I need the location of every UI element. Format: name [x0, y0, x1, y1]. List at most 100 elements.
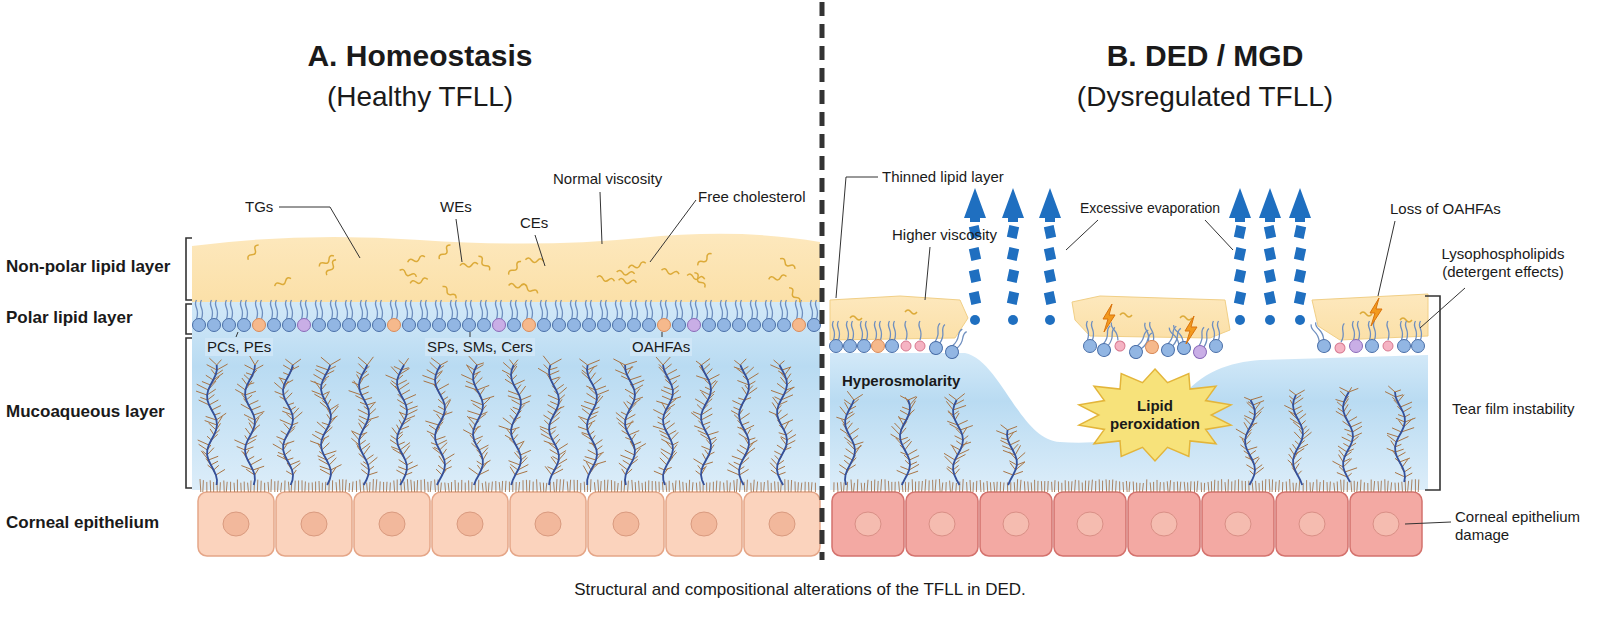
mucin-strand — [473, 365, 483, 485]
lipid-head — [643, 319, 656, 332]
microvillus — [478, 480, 479, 492]
lipid-head — [1350, 340, 1363, 353]
microvillus — [719, 481, 721, 492]
mucin-branch — [1296, 390, 1305, 395]
divider — [822, 2, 823, 560]
lipid-tail — [541, 300, 543, 319]
mucin-branch — [786, 430, 792, 435]
microvillus — [488, 483, 490, 492]
phospholipid — [1398, 321, 1411, 353]
epithelial-cell — [980, 492, 1052, 556]
cell-nucleus — [1077, 512, 1103, 536]
mucin-branch — [436, 414, 441, 420]
lipid-tail — [1374, 321, 1376, 340]
mucin-branch — [590, 373, 595, 380]
microvillus — [840, 482, 842, 492]
mucin-strand — [739, 365, 749, 485]
microvillus — [356, 481, 357, 492]
mucin-branch — [1337, 402, 1343, 407]
mucin-strand — [777, 365, 787, 485]
lipid-squiggle — [697, 252, 713, 267]
mucin-branch — [595, 440, 603, 445]
evaporation-arrowhead — [1002, 188, 1024, 222]
microvillus — [939, 479, 941, 492]
mucin-branch — [954, 469, 959, 475]
lipid-tail — [561, 300, 563, 319]
mucin-branch — [613, 359, 625, 365]
lipid-head — [1383, 341, 1393, 351]
lipid-head — [1084, 340, 1097, 353]
microvillus — [1329, 482, 1331, 492]
vapor-dash — [1234, 247, 1246, 261]
nonpolar-band — [192, 234, 820, 302]
tear-film-drawing — [192, 188, 1428, 556]
mucin-branch — [422, 375, 435, 380]
microvillus — [767, 480, 768, 492]
phospholipid — [673, 300, 686, 332]
lipid-tail — [1353, 321, 1355, 340]
microvillus — [237, 479, 238, 492]
mucin-branch — [217, 360, 222, 365]
microvillus — [574, 480, 575, 492]
mucin-branch — [352, 432, 359, 440]
lipid-tail — [346, 300, 348, 319]
lipid-tail — [571, 300, 573, 319]
microvillus — [440, 483, 442, 492]
mucin-branch — [237, 384, 245, 390]
callout-label: Hyperosmolarity — [842, 372, 960, 390]
lipid-squiggle — [521, 283, 539, 295]
mucin-branch — [425, 421, 438, 425]
mucin-branch — [787, 374, 791, 380]
lipid-tail — [501, 300, 503, 319]
vapor-dash — [1007, 269, 1019, 283]
leader-line — [1205, 220, 1233, 250]
mucin-branch — [627, 366, 632, 375]
mucin-branch — [635, 444, 646, 450]
mucin-branch — [1387, 435, 1396, 442]
microvillus — [1415, 479, 1416, 492]
lipid-tail — [471, 300, 473, 319]
microvillus — [553, 482, 555, 492]
mucin-branch — [702, 454, 706, 460]
mucin-branch — [406, 402, 413, 405]
mucin-branch — [521, 401, 530, 405]
mucin-branch — [593, 378, 602, 385]
lipid-head — [1175, 339, 1193, 357]
mucin-branch — [671, 432, 678, 440]
mucin-branch — [583, 460, 593, 465]
phospholipid — [598, 300, 611, 332]
lipid-tail — [216, 300, 218, 319]
mucin-strand — [587, 365, 597, 485]
microvillus — [529, 480, 531, 492]
mucin-branch — [854, 442, 863, 445]
mucin-branch — [281, 431, 287, 435]
mucin-branch — [291, 407, 296, 410]
mucin-branch — [849, 428, 858, 435]
lipid-squiggle — [905, 310, 917, 314]
microvillus — [280, 483, 282, 492]
microvillus — [1068, 481, 1069, 492]
lipid-tail — [601, 300, 603, 319]
phospholipid — [403, 300, 416, 332]
mucin-branch — [1250, 451, 1256, 455]
leader-line — [650, 200, 696, 262]
phospholipid — [478, 300, 491, 332]
mucin-branch — [779, 361, 784, 365]
lipid-squiggle — [1120, 313, 1132, 317]
mucin-branch — [774, 360, 780, 365]
phospholipid — [568, 300, 581, 332]
mucoaqueous-band — [192, 300, 820, 490]
mucin-branch — [315, 431, 324, 435]
microvillus — [260, 481, 261, 492]
lipid-tail — [481, 300, 483, 319]
mucin-branch — [197, 384, 209, 390]
phospholipid — [688, 300, 701, 332]
mucin-strand — [953, 400, 963, 485]
lipid-tail — [741, 300, 743, 319]
microvillus — [864, 483, 865, 492]
microvillus — [1347, 482, 1348, 492]
microvillus — [1129, 482, 1131, 492]
lipid-head — [373, 319, 386, 332]
phospholipid — [1210, 321, 1223, 353]
lipid-head — [313, 319, 326, 332]
